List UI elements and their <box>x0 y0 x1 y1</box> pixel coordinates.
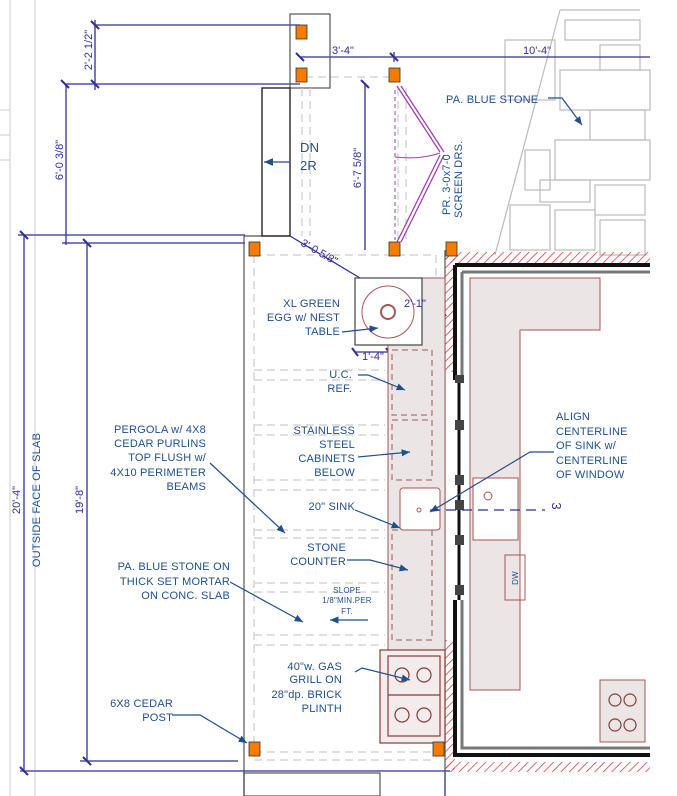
dimension-texts: 2'-2 1/2" 6'-0 3/8" 20'-4" 19'-8" 3'-4" … <box>11 30 551 514</box>
label-line: CEDAR PURLINS <box>114 438 206 450</box>
sink <box>399 487 441 531</box>
label-line: BEAMS <box>166 481 206 493</box>
label-line: CENTERLINE <box>556 455 628 467</box>
dim-screen-height: 6'-7 5/8" <box>352 148 364 188</box>
label-line: TOP FLUSH w/ <box>128 452 207 464</box>
label-line: 4X10 PERIMETER <box>110 467 206 479</box>
dim-diagonal: 3'-0 5/8" <box>299 237 340 268</box>
dim-overall-slab: 20'-4" <box>11 486 23 514</box>
dim-egg-depth: 1'-4" <box>362 351 384 363</box>
label-outside-face: OUTSIDE FACE OF SLAB <box>31 433 43 567</box>
label-counter: STONE COUNTER <box>290 542 346 568</box>
label-line: 28"dp. BRICK <box>271 689 342 701</box>
label-line: POST <box>142 712 173 724</box>
label-align: ALIGN CENTERLINE OF SINK w/ CENTERLINE O… <box>556 411 628 481</box>
label-line: GRILL ON <box>289 674 342 686</box>
margin-lines <box>0 0 36 796</box>
gas-grill <box>379 649 637 744</box>
dim-top-height: 2'-2 1/2" <box>83 30 95 70</box>
label-line: 40"w. GAS <box>287 661 342 673</box>
label-slope: SLOPE 1/8"MIN.PER FT. <box>322 586 372 616</box>
label-grill: 40"w. GAS GRILL ON 28"dp. BRICK PLINTH <box>271 661 342 715</box>
label-sink: 20" SINK <box>309 501 356 513</box>
label-stair-dn: DN <box>300 140 319 155</box>
dim-door-width: 3'-4" <box>332 45 354 57</box>
label-line: XL GREEN <box>283 298 340 310</box>
dim-egg-offset: 2'-1" <box>404 298 426 310</box>
label-ref: U.C. REF. <box>327 369 352 395</box>
label-line: SLOPE <box>333 586 361 595</box>
interior-counters <box>469 277 646 743</box>
label-blue-stone-slab: PA. BLUE STONE ON THICK SET MORTAR ON CO… <box>118 561 230 602</box>
window-mullions <box>455 375 464 595</box>
dimension-lines <box>18 20 650 796</box>
dim-upper-height: 6'-0 3/8" <box>54 140 66 180</box>
dim-pergola-length: 19'-8" <box>74 486 86 514</box>
label-line: EGG w/ NEST <box>267 312 340 324</box>
label-cabinets: STAINLESS STEEL CABINETS BELOW <box>293 425 355 479</box>
label-line: REF. <box>327 383 352 395</box>
label-line: PA. BLUE STONE ON <box>118 561 230 573</box>
house-wall <box>445 252 650 772</box>
leader-lines <box>172 97 583 744</box>
green-egg-table <box>354 277 423 346</box>
cedar-posts <box>248 24 458 757</box>
label-line: ALIGN <box>556 411 590 423</box>
label-pergola: PERGOLA w/ 4X8 CEDAR PURLINS TOP FLUSH w… <box>110 424 206 493</box>
label-screen-doors-2: SCREEN DRS. <box>453 141 465 218</box>
label-line: 6X8 CEDAR <box>110 698 173 710</box>
label-post: 6X8 CEDAR POST <box>110 698 173 724</box>
label-line: STEEL <box>319 439 355 451</box>
label-line: OF WINDOW <box>556 469 625 481</box>
section-mark: 3 <box>549 502 564 509</box>
label-stair-risers: 2R <box>300 158 317 173</box>
dishwasher-label: DW <box>511 571 520 585</box>
label-line: PLINTH <box>302 703 342 715</box>
label-egg: XL GREEN EGG w/ NEST TABLE <box>267 298 340 338</box>
label-blue-stone-top: PA. BLUE STONE <box>446 94 538 106</box>
label-line: OF SINK w/ <box>556 440 617 452</box>
label-line: COUNTER <box>290 556 346 568</box>
annotation-labels: OUTSIDE FACE OF SLAB DN 2R PR. 3-0x7-0 S… <box>31 94 628 724</box>
screen-doors <box>394 85 445 243</box>
label-line: FT. <box>341 607 353 616</box>
label-line: BELOW <box>314 467 355 479</box>
label-line: ON CONC. SLAB <box>141 590 230 602</box>
label-line: PERGOLA w/ 4X8 <box>114 424 206 436</box>
label-line: CABINETS <box>298 453 355 465</box>
label-line: STONE <box>307 542 346 554</box>
label-line: U.C. <box>329 369 352 381</box>
label-line: STAINLESS <box>293 425 355 437</box>
label-screen-doors-1: PR. 3-0x7-0 <box>441 154 453 215</box>
label-line: CENTERLINE <box>556 426 628 438</box>
label-line: THICK SET MORTAR <box>120 576 230 588</box>
stone-paving-pattern <box>494 9 651 256</box>
label-line: 1/8"MIN.PER <box>322 596 372 605</box>
label-line: TABLE <box>305 326 340 338</box>
dim-top-run: 10'-4" <box>523 45 551 57</box>
